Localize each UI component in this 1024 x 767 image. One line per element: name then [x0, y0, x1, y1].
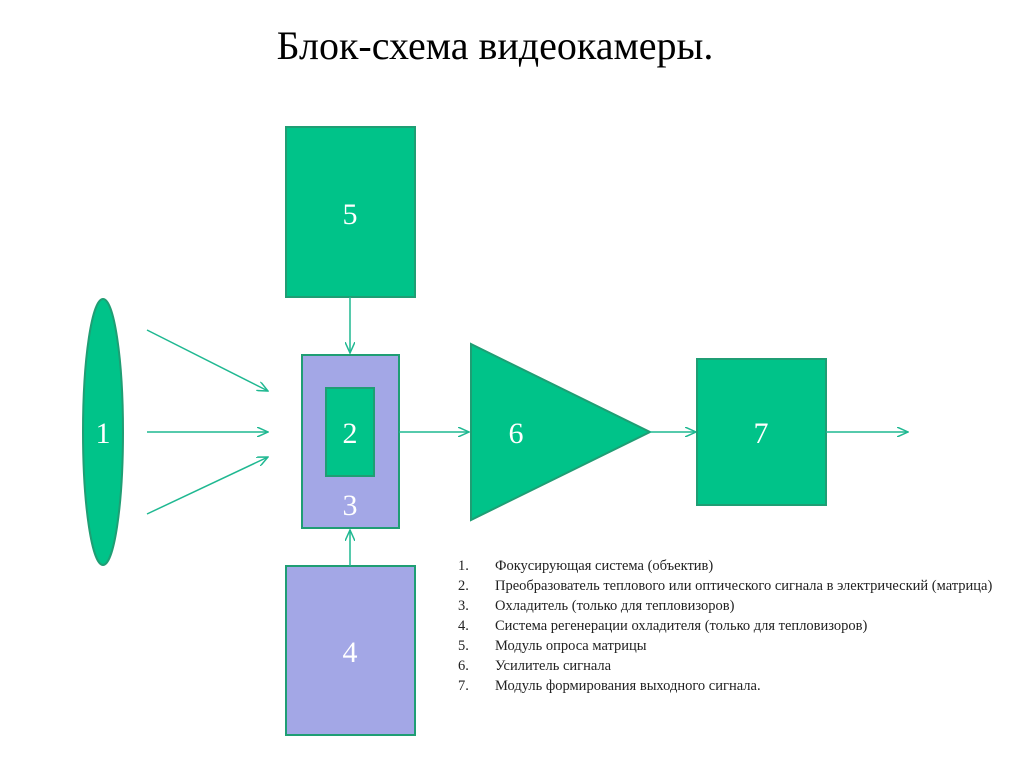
block-6-amplifier — [470, 342, 653, 522]
legend-item: 6. Усилитель сигнала — [458, 656, 1004, 676]
legend-number: 5. — [458, 638, 469, 654]
legend-text: Модуль формирования выходного сигнала. — [495, 678, 761, 694]
legend-text: Усилитель сигнала — [495, 658, 612, 674]
legend-text: Модуль опроса матрицы — [495, 638, 647, 654]
legend-number: 6. — [458, 658, 469, 674]
block-4-label: 4 — [343, 636, 358, 669]
legend-text: Система регенерации охладителя (только д… — [495, 618, 868, 634]
legend-number: 4. — [458, 618, 469, 634]
block-3-label: 3 — [343, 489, 358, 522]
legend-item: 7. Модуль формирования выходного сигнала… — [458, 676, 1004, 696]
block-2-label: 2 — [343, 417, 358, 450]
legend-number: 2. — [458, 578, 469, 594]
legend-list: 1. Фокусирующая система (объектив) 2. Пр… — [458, 556, 1004, 696]
legend-number: 7. — [458, 678, 469, 694]
block-5-label: 5 — [343, 198, 358, 231]
slide-title: Блок-схема видеокамеры. — [276, 23, 714, 68]
block-1-label: 1 — [96, 417, 111, 450]
block-7-label: 7 — [754, 417, 769, 450]
block-6-label: 6 — [509, 417, 524, 450]
legend-item: 4. Система регенерации охладителя (тольк… — [458, 616, 1004, 636]
arrow-lens-bottom — [146, 457, 268, 515]
block-5 — [285, 126, 416, 298]
legend-item: 1. Фокусирующая система (объектив) — [458, 556, 1004, 576]
legend-number: 1. — [458, 558, 469, 574]
block-1-lens — [82, 298, 124, 566]
legend-item: 2. Преобразователь теплового или оптичес… — [458, 576, 1004, 596]
legend-number: 3. — [458, 598, 469, 614]
arrow-lens-top — [146, 329, 268, 391]
legend-item: 5. Модуль опроса матрицы — [458, 636, 1004, 656]
legend-text: Преобразователь теплового или оптическог… — [495, 578, 993, 594]
legend-item: 3. Охладитель (только для тепловизоров) — [458, 596, 1004, 616]
legend-text: Фокусирующая система (объектив) — [495, 558, 714, 574]
legend-text: Охладитель (только для тепловизоров) — [495, 598, 735, 614]
block-2 — [325, 387, 375, 477]
